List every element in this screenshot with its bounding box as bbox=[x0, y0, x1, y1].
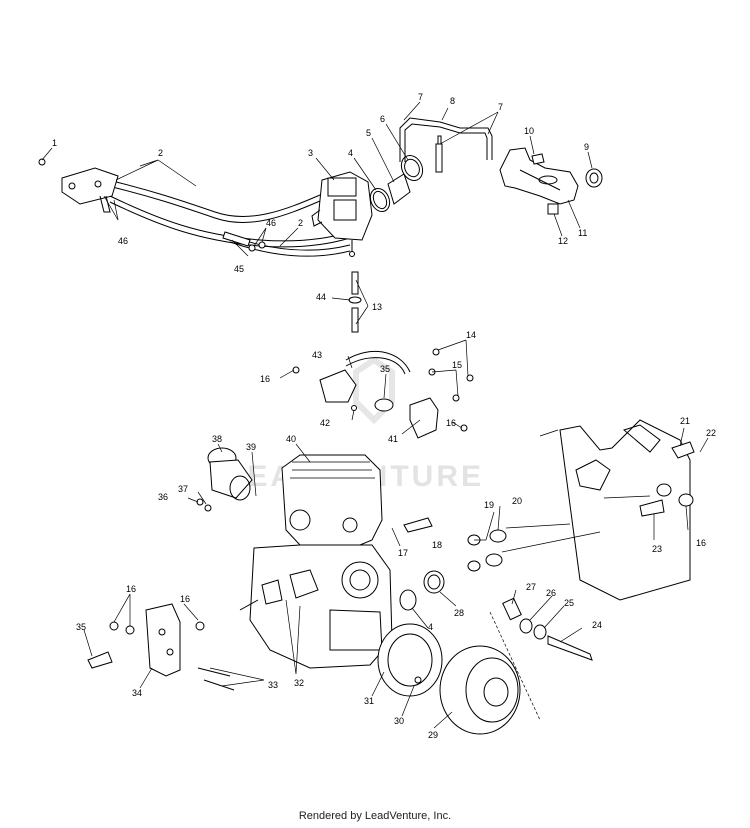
frame-section bbox=[559, 419, 695, 601]
callout-40: 40 bbox=[286, 434, 296, 444]
engine-mount-lower bbox=[87, 603, 235, 691]
clutch-assembly bbox=[377, 623, 521, 735]
callout-16: 16 bbox=[126, 584, 136, 594]
callout-labels: 1 2 2 3 4 4 5 6 7 7 8 9 10 11 12 13 14 1… bbox=[52, 92, 716, 740]
callout-36: 36 bbox=[158, 492, 168, 502]
callout-27: 27 bbox=[526, 582, 536, 592]
cable-adjuster bbox=[222, 231, 266, 252]
callout-3: 3 bbox=[308, 148, 313, 158]
callout-15: 15 bbox=[452, 360, 462, 370]
callout-5: 5 bbox=[366, 128, 371, 138]
callout-46: 46 bbox=[266, 218, 276, 228]
callout-21: 21 bbox=[680, 416, 690, 426]
callout-11: 11 bbox=[578, 228, 587, 238]
callout-6: 6 bbox=[380, 114, 385, 124]
callout-2: 2 bbox=[298, 218, 303, 228]
callout-33: 33 bbox=[268, 680, 278, 690]
callout-39: 39 bbox=[246, 442, 256, 452]
callout-19: 19 bbox=[484, 500, 494, 510]
callout-20: 20 bbox=[512, 496, 522, 506]
callout-9: 9 bbox=[584, 142, 589, 152]
callout-4: 4 bbox=[348, 148, 353, 158]
callout-24: 24 bbox=[592, 620, 602, 630]
callout-8: 8 bbox=[450, 96, 455, 106]
callout-29: 29 bbox=[428, 730, 438, 740]
carburetor bbox=[311, 171, 373, 257]
callout-18: 18 bbox=[432, 540, 442, 550]
callout-16: 16 bbox=[180, 594, 190, 604]
intake-boots bbox=[369, 154, 424, 213]
leader-lines bbox=[41, 101, 709, 729]
engine-mount-upper bbox=[292, 348, 474, 439]
studs bbox=[348, 271, 362, 333]
callout-26: 26 bbox=[546, 588, 556, 598]
callout-42: 42 bbox=[320, 418, 330, 428]
callout-34: 34 bbox=[132, 688, 142, 698]
shaft-and-mounts bbox=[403, 517, 601, 572]
seal-and-bearing bbox=[399, 570, 445, 611]
callout-46: 46 bbox=[118, 236, 128, 246]
callout-4: 4 bbox=[428, 622, 433, 632]
callout-10: 10 bbox=[524, 126, 534, 136]
callout-7: 7 bbox=[498, 102, 503, 112]
callout-23: 23 bbox=[652, 544, 662, 554]
callout-32: 32 bbox=[294, 678, 304, 688]
callout-31: 31 bbox=[364, 696, 374, 706]
callout-16: 16 bbox=[260, 374, 270, 384]
callout-1: 1 bbox=[52, 138, 57, 148]
clutch-bolt bbox=[502, 597, 593, 661]
throttle-cables bbox=[107, 179, 351, 257]
callout-45: 45 bbox=[234, 264, 244, 274]
intake-elbow bbox=[196, 447, 253, 512]
callout-2: 2 bbox=[158, 148, 163, 158]
callout-22: 22 bbox=[706, 428, 716, 438]
callout-37: 37 bbox=[178, 484, 188, 494]
callout-35: 35 bbox=[76, 622, 86, 632]
callout-17: 17 bbox=[398, 548, 408, 558]
callout-38: 38 bbox=[212, 434, 222, 444]
callout-13: 13 bbox=[372, 302, 382, 312]
mount-bracket bbox=[499, 147, 603, 215]
callout-28: 28 bbox=[454, 608, 464, 618]
callout-41: 41 bbox=[388, 434, 398, 444]
callout-44: 44 bbox=[316, 292, 326, 302]
callout-16: 16 bbox=[696, 538, 706, 548]
footer-credit: Rendered by LeadVenture, Inc. bbox=[298, 810, 452, 822]
callout-14: 14 bbox=[466, 330, 476, 340]
callout-12: 12 bbox=[558, 236, 568, 246]
callout-30: 30 bbox=[394, 716, 404, 726]
throttle-housing bbox=[38, 158, 119, 213]
vent-hoses bbox=[399, 117, 493, 173]
callout-25: 25 bbox=[564, 598, 574, 608]
engine-block bbox=[239, 454, 393, 669]
callout-43: 43 bbox=[312, 350, 322, 360]
callout-16: 16 bbox=[446, 418, 456, 428]
callout-7: 7 bbox=[418, 92, 423, 102]
callout-35: 35 bbox=[380, 364, 390, 374]
